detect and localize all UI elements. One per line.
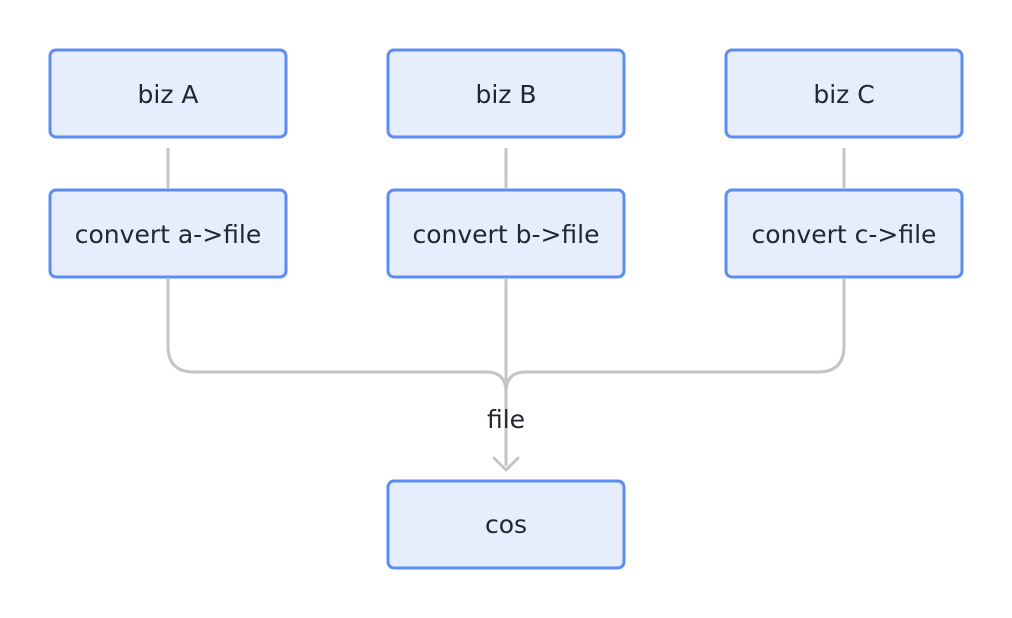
node-biz-b-label: biz B <box>475 80 536 109</box>
node-cos-label: cos <box>485 510 527 539</box>
node-convert-a[interactable]: convert a->file <box>48 188 288 279</box>
edge-convert-c-to-cos <box>504 279 846 466</box>
node-biz-a[interactable]: biz A <box>48 48 288 139</box>
arrowhead-to-cos <box>492 456 520 472</box>
node-convert-c-label: convert c->file <box>752 220 937 249</box>
node-convert-b-label: convert b->file <box>413 220 600 249</box>
node-convert-a-label: convert a->file <box>75 220 261 249</box>
node-biz-c-label: biz C <box>813 80 874 109</box>
node-convert-b[interactable]: convert b->file <box>386 188 626 279</box>
node-convert-c[interactable]: convert c->file <box>724 188 964 279</box>
node-cos[interactable]: cos <box>386 479 626 570</box>
edge-label-file: file <box>487 405 525 434</box>
node-biz-a-label: biz A <box>138 80 199 109</box>
node-biz-b[interactable]: biz B <box>386 48 626 139</box>
node-biz-c[interactable]: biz C <box>724 48 964 139</box>
edge-convert-a-to-cos <box>166 279 508 466</box>
